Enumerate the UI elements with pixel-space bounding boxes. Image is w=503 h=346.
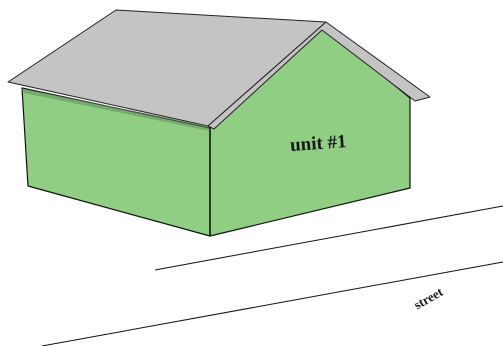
street-label: street — [411, 284, 446, 313]
house-label: unit #1 — [289, 131, 347, 156]
house-eave-shadow — [20, 88, 210, 131]
street-edge-far — [154, 205, 503, 271]
street-edge-near — [41, 261, 503, 346]
